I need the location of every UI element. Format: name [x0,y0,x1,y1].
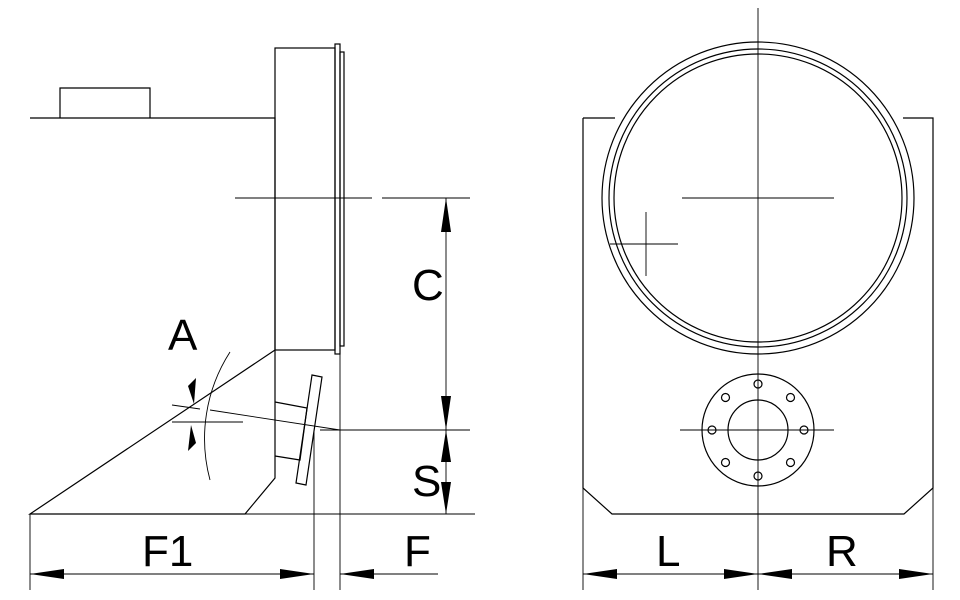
dim-s-arrow-top [441,430,451,462]
angle-a-arrow-top [188,378,196,404]
dim-s-label: S [412,457,441,506]
dim-f1-label: F1 [142,527,193,576]
bolt-hole [720,392,731,403]
bolt-hole [720,457,731,468]
inclined-nozzle [274,401,308,461]
top-nozzle [59,87,151,118]
bolt-hole [785,457,796,468]
dim-r-arrow-left [758,569,792,579]
dim-c-label: C [412,261,444,310]
dim-l-arrow-left [583,569,617,579]
inclined-flange [295,374,323,486]
dim-f1-arrow-left [30,569,64,579]
angle-a-arrow-bottom [188,425,196,451]
dim-c-arrow-bottom [441,396,451,430]
nozzle-axis-2 [209,409,341,431]
dim-c-arrow-top [441,198,451,232]
large-flange-body [274,47,336,351]
front-view: L R [582,8,934,590]
bolt-hole [753,379,763,389]
dim-f-label: F [404,527,431,576]
angle-a-arc [204,351,231,481]
side-view: A C S F1 F [28,43,475,590]
bolt-hole [799,425,809,435]
dim-s-arrow-bottom [441,482,451,514]
bolt-hole [785,392,796,403]
large-flange-face [334,43,341,355]
large-flange-gasket [339,51,345,347]
dim-l-arrow-right [724,569,758,579]
dim-r-label: R [826,527,858,576]
bolt-hole [707,425,717,435]
nozzle-axis [171,404,201,410]
dim-r-arrow-right [899,569,933,579]
dim-l-label: L [656,527,680,576]
dim-f-arrow [340,569,374,579]
body-outline [28,117,276,515]
dim-f1-arrow-right [280,569,314,579]
bolt-holes [707,379,809,481]
angle-a-label: A [168,311,198,360]
bolt-hole [753,471,763,481]
